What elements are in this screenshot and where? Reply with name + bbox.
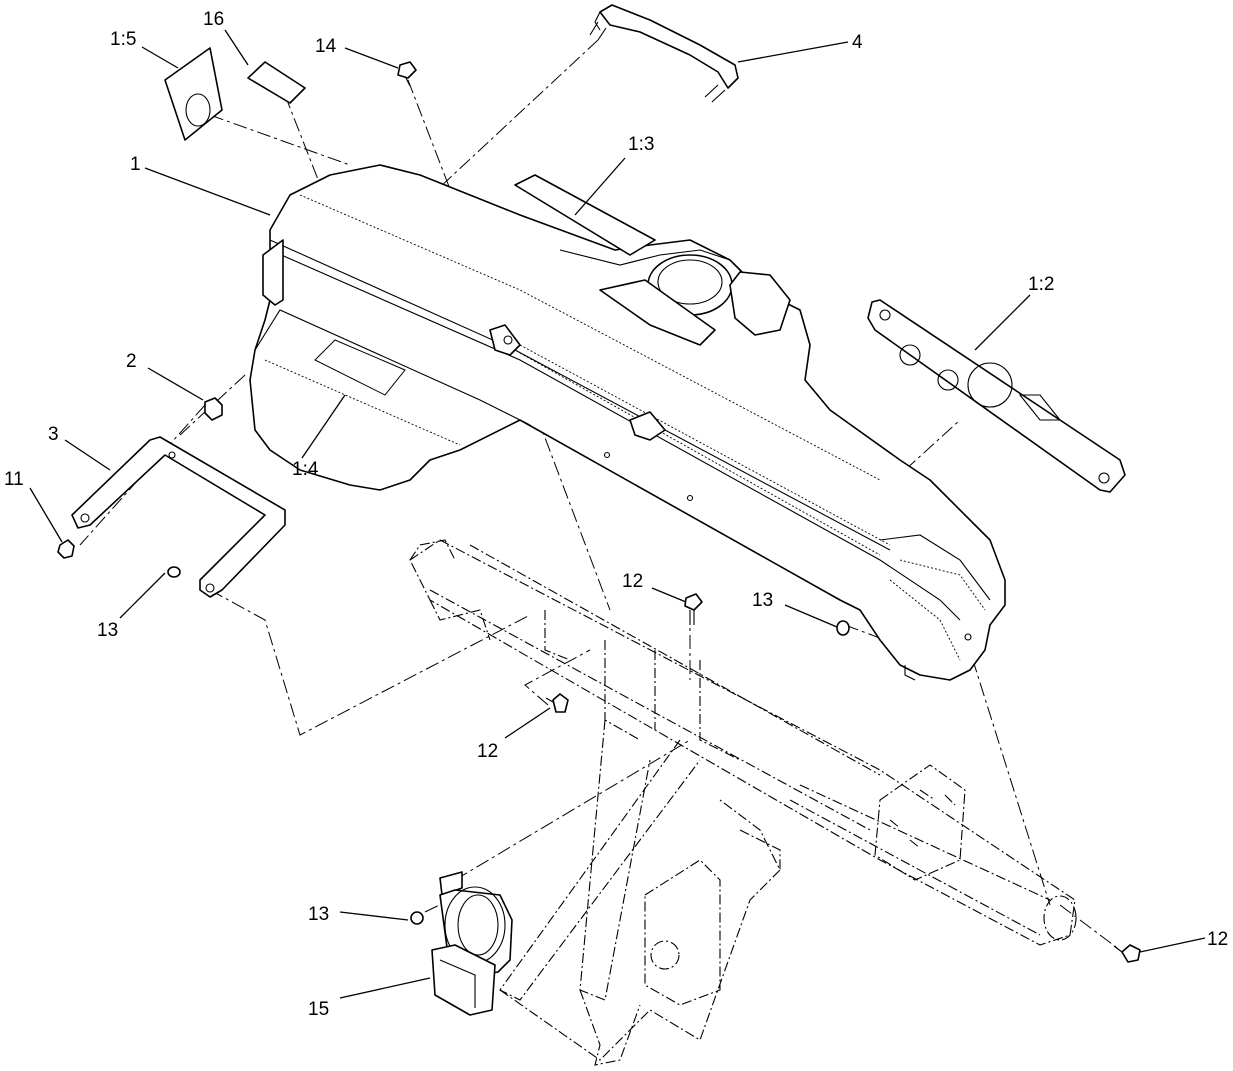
frame-phantom	[409, 539, 1077, 1066]
callout-15: 15	[308, 999, 329, 1020]
nut-11	[57, 539, 75, 559]
callout-11: 11	[4, 469, 24, 490]
nut-13-left	[167, 566, 181, 578]
bolt-14	[397, 61, 417, 87]
callout-13-bottom: 13	[308, 904, 329, 925]
decal-1-5	[164, 47, 223, 141]
decal-1-4	[314, 339, 406, 396]
spacer-2	[204, 397, 223, 421]
callout-1-3: 1:3	[628, 134, 654, 155]
handle-4	[589, 4, 739, 103]
callout-1-4: 1:4	[292, 459, 319, 480]
callout-1: 1	[130, 154, 141, 175]
nut-13-right	[836, 620, 850, 636]
callout-12-middle: 12	[477, 741, 498, 762]
callout-13-left: 13	[97, 620, 118, 641]
leader-lines	[29, 29, 1206, 999]
callout-4: 4	[852, 32, 863, 53]
bracket-3	[71, 436, 286, 598]
decal-16	[247, 61, 306, 104]
storage-tray	[729, 271, 791, 336]
bolt-12-right	[1113, 944, 1141, 963]
decal-1-2-instrument-panel	[867, 299, 1126, 493]
callout-1-5: 1:5	[110, 29, 136, 50]
decal-1-3	[514, 174, 656, 256]
callout-12-top: 12	[622, 571, 643, 592]
callout-1-2: 1:2	[1028, 274, 1054, 295]
alarm-horn-15	[431, 871, 513, 1016]
bolt-12-top	[684, 593, 703, 625]
callout-14: 14	[315, 36, 337, 57]
bolt-12-middle	[545, 693, 569, 713]
callout-13-right: 13	[752, 590, 773, 611]
nut-13-bottom	[410, 911, 424, 925]
callout-labels: 1:5 16 14 4 1:3 1 1:2 2 3 1:4 11 13 12 1…	[4, 9, 1228, 1020]
callout-12-right: 12	[1207, 929, 1228, 950]
dash-panel	[249, 164, 1006, 681]
callout-3: 3	[48, 424, 59, 445]
callout-16: 16	[203, 9, 224, 30]
callout-2: 2	[126, 351, 137, 372]
